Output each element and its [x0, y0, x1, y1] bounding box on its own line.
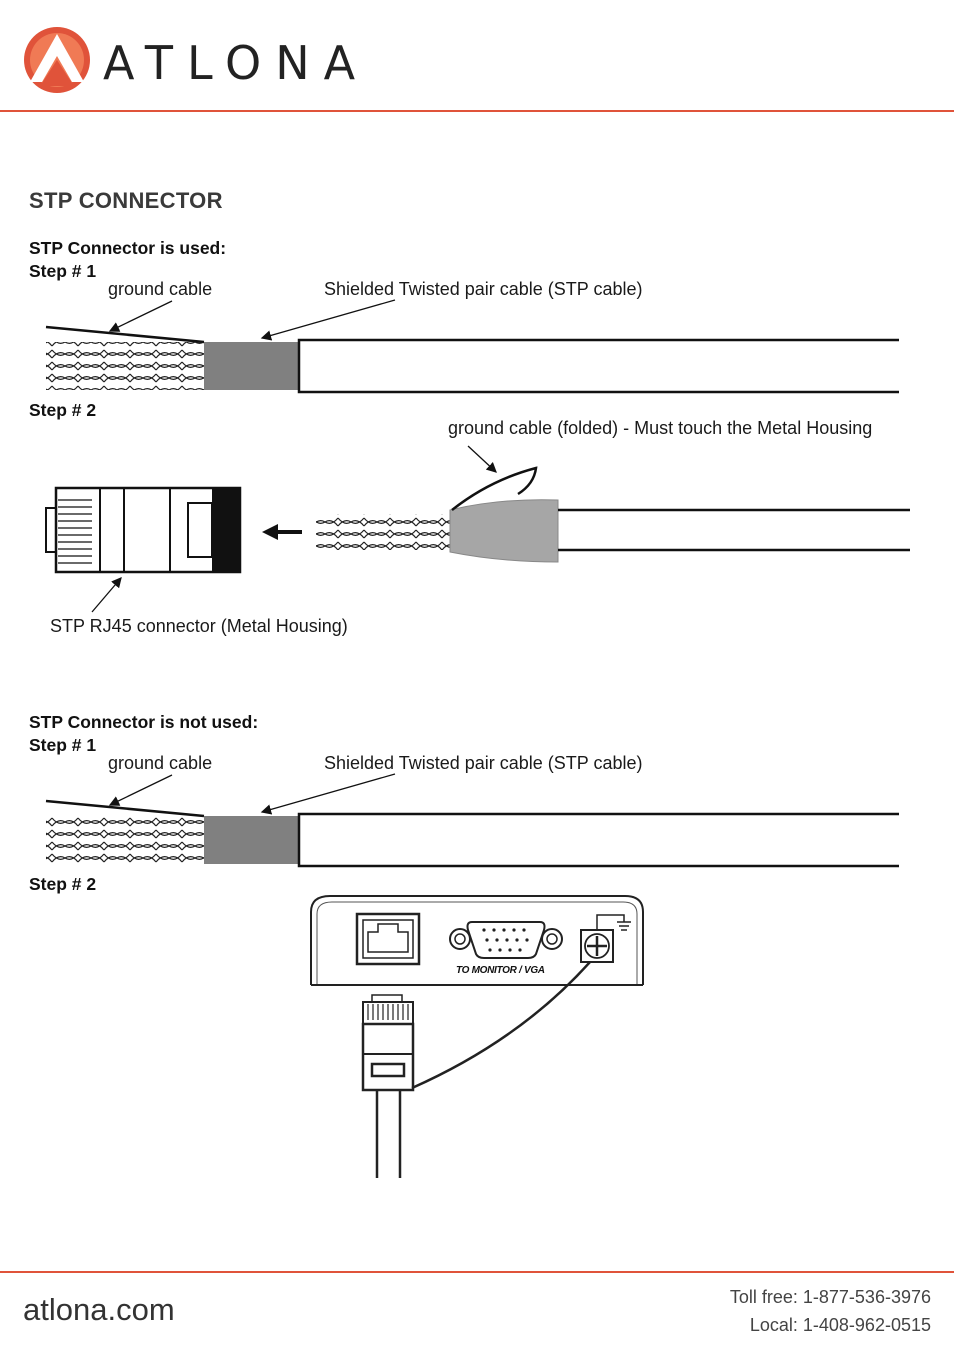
footer-local: Local: 1-408-962-0515: [749, 1315, 931, 1335]
rj45-connector-icon: [45, 486, 242, 613]
insert-arrow-icon: [262, 524, 302, 540]
atlona-logo-icon: [24, 27, 90, 93]
header-divider: [0, 110, 954, 112]
stp-cable-folded: [316, 445, 910, 563]
rj45-plug-icon: [361, 961, 591, 1178]
not-used-step2: Step # 2: [29, 874, 97, 894]
vga-port-icon: [449, 921, 563, 959]
footer-website[interactable]: atlona.com: [23, 1292, 175, 1327]
rj45-connector-label: STP RJ45 connector (Metal Housing): [50, 616, 348, 636]
not-used-ground-cable-label: ground cable: [108, 753, 213, 773]
device-port-label: TO MONITOR / VGA: [456, 965, 545, 976]
footer-toll-free: Toll free: 1-877-536-3976: [729, 1287, 931, 1307]
footer-divider: [0, 1271, 954, 1273]
stp-cable-stripped-2: [45, 773, 913, 868]
not-used-step1: Step # 1: [29, 735, 97, 755]
used-heading: STP Connector is used:: [29, 238, 227, 258]
stp-cable-stripped-1: [45, 299, 913, 394]
ground-folded-label: ground cable (folded) - Must touch the M…: [448, 418, 873, 438]
ground-screw-icon: [580, 914, 631, 963]
used-ground-cable-label: ground cable: [108, 279, 213, 299]
used-stp-cable-label: Shielded Twisted pair cable (STP cable): [324, 279, 643, 299]
not-used-heading: STP Connector is not used:: [29, 712, 259, 732]
rj45-port-icon: [355, 912, 421, 966]
used-step2: Step # 2: [29, 400, 97, 420]
used-step1: Step # 1: [29, 261, 97, 281]
not-used-stp-cable-label: Shielded Twisted pair cable (STP cable): [324, 753, 643, 773]
section-title: STP CONNECTOR: [29, 188, 223, 213]
brand-wordmark: ATLONA: [103, 36, 370, 90]
